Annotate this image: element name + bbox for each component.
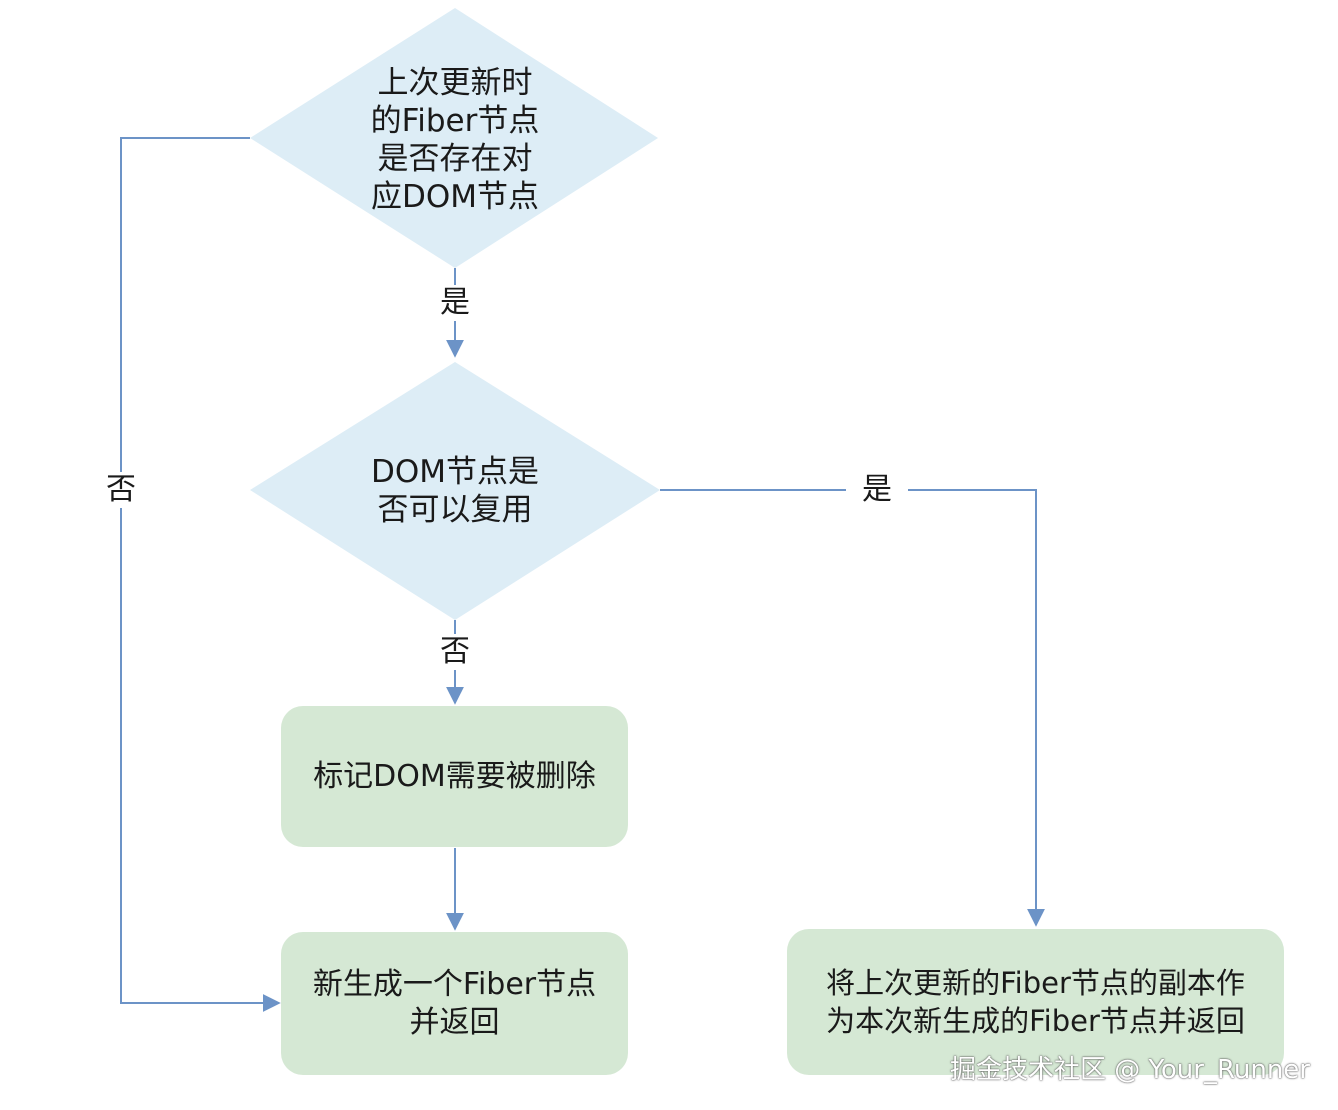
decision-dom-exists-line: 上次更新时 [377,65,533,101]
decision-dom-reusable: DOM节点是 否可以复用 [345,453,565,529]
decision-dom-exists-line: 的Fiber节点 [370,103,540,139]
process-mark-delete: 标记DOM需要被删除 [281,706,628,847]
watermark-text: 掘金技术社区 @ Your_Runner [949,1055,1310,1085]
process-mark-delete-label: 标记DOM需要被删除 [313,758,596,794]
decision-dom-exists-line: 是否存在对 [377,141,533,177]
process-reuse-fiber: 将上次更新的Fiber节点的副本作 为本次新生成的Fiber节点并返回 [787,929,1284,1075]
process-reuse-fiber-line: 将上次更新的Fiber节点的副本作 [826,966,1245,1000]
process-new-fiber-line: 新生成一个Fiber节点 [312,966,597,1002]
connector-exists-no-to-new [120,137,281,1012]
edge-label-exists-no: 否 [96,472,146,508]
decision-dom-reusable-shape [250,362,660,620]
connector-reusable-yes-to-reuse [660,489,1045,927]
decision-dom-exists-line: 应DOM节点 [370,179,540,215]
edge-label-reusable-yes: 是 [846,472,908,508]
process-new-fiber: 新生成一个Fiber节点 并返回 [281,932,628,1075]
edge-label-reusable-no: 否 [430,634,480,670]
process-new-fiber-line: 并返回 [409,1004,500,1040]
decision-dom-exists-shape [250,8,658,268]
process-reuse-fiber-line: 为本次新生成的Fiber节点并返回 [826,1004,1245,1038]
decision-dom-reusable-line: 否可以复用 [377,492,533,528]
decision-dom-exists: 上次更新时 的Fiber节点 是否存在对 应DOM节点 [345,64,565,216]
edge-label-exists-yes: 是 [430,285,480,321]
decision-dom-reusable-line: DOM节点是 [370,454,540,490]
